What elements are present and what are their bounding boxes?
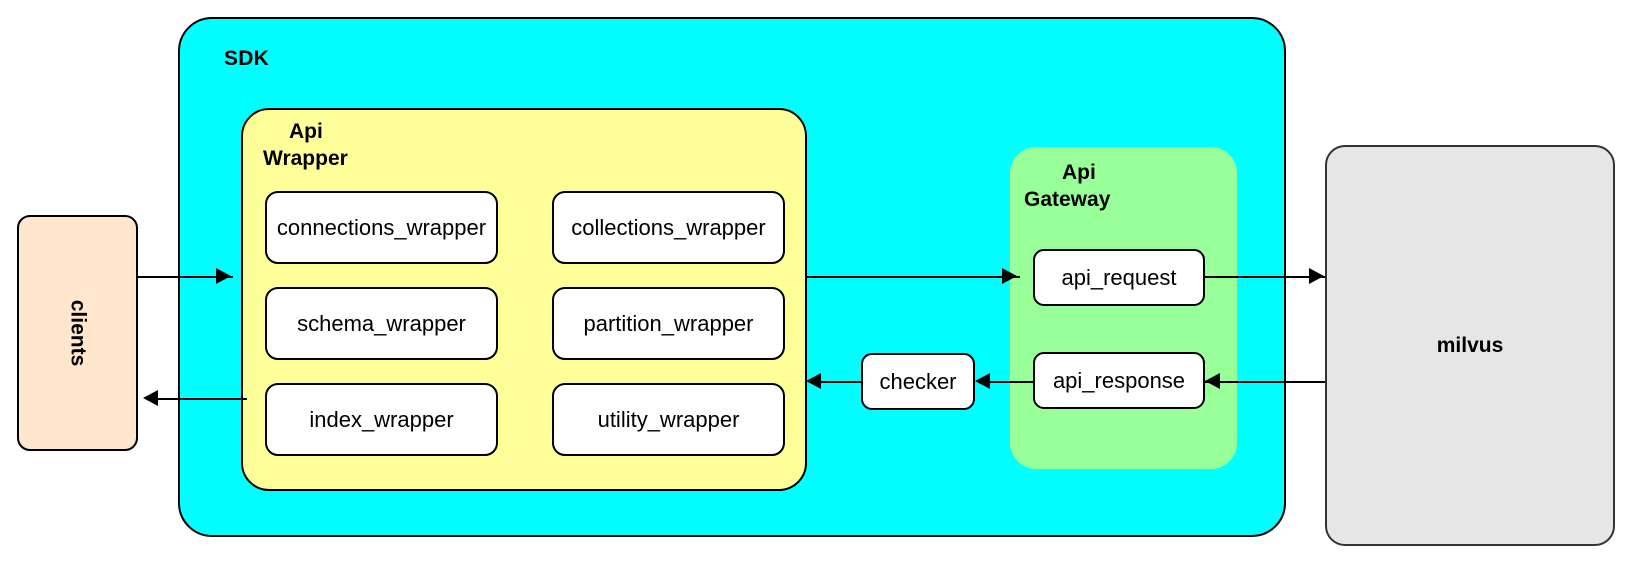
- connections-wrapper-label: connections_wrapper: [276, 214, 487, 240]
- arrowhead-api-wrapper-to-api-gateway: [1002, 268, 1017, 284]
- schema-wrapper-node[interactable]: schema_wrapper: [265, 287, 498, 360]
- api-response-node[interactable]: api_response: [1033, 352, 1205, 409]
- arrowhead-milvus-to-api-response: [1205, 373, 1220, 389]
- milvus-label: milvus: [1436, 333, 1504, 357]
- collections-wrapper-node[interactable]: collections_wrapper: [552, 191, 785, 264]
- api-wrapper-label-line2: Wrapper: [263, 146, 348, 170]
- api-request-label: api_request: [1061, 264, 1177, 290]
- api-wrapper-label: Api Wrapper: [263, 119, 423, 172]
- connector-milvus-to-api-response: [1205, 381, 1325, 383]
- connector-api-response-to-checker: [980, 381, 1033, 383]
- api-response-label: api_response: [1052, 367, 1186, 393]
- connector-api-wrapper-to-clients: [152, 398, 247, 400]
- api-wrapper-label-line1: Api: [289, 120, 323, 143]
- clients-node[interactable]: clients: [17, 215, 138, 451]
- arrowhead-api-response-to-checker: [975, 373, 990, 389]
- connector-api-request-to-milvus: [1205, 276, 1325, 278]
- checker-label: checker: [879, 368, 957, 394]
- arrowhead-api-request-to-milvus: [1309, 268, 1324, 284]
- checker-node[interactable]: checker: [861, 353, 975, 410]
- utility-wrapper-node[interactable]: utility_wrapper: [552, 383, 785, 456]
- connector-clients-to-api-wrapper: [138, 276, 233, 278]
- milvus-node[interactable]: milvus: [1325, 145, 1615, 546]
- api-request-node[interactable]: api_request: [1033, 249, 1205, 306]
- connector-api-wrapper-to-api-gateway: [805, 276, 1020, 278]
- connections-wrapper-node[interactable]: connections_wrapper: [265, 191, 498, 264]
- utility-wrapper-label: utility_wrapper: [597, 406, 740, 432]
- schema-wrapper-label: schema_wrapper: [297, 310, 466, 336]
- api-gateway-label-line1: Api: [1062, 161, 1096, 184]
- partition-wrapper-node[interactable]: partition_wrapper: [552, 287, 785, 360]
- connector-checker-to-api-wrapper: [815, 381, 863, 383]
- sdk-label: SDK: [224, 47, 269, 70]
- partition-wrapper-label: partition_wrapper: [583, 310, 754, 336]
- arrowhead-api-wrapper-to-clients: [143, 390, 158, 406]
- arrowhead-clients-to-api-wrapper: [216, 268, 231, 284]
- index-wrapper-node[interactable]: index_wrapper: [265, 383, 498, 456]
- collections-wrapper-label: collections_wrapper: [571, 214, 766, 240]
- arrowhead-checker-to-api-wrapper: [806, 373, 821, 389]
- api-gateway-container: Api Gateway: [1010, 147, 1237, 469]
- clients-label: clients: [66, 299, 90, 367]
- api-gateway-label: Api Gateway: [1024, 160, 1214, 213]
- api-gateway-label-line2: Gateway: [1024, 187, 1111, 211]
- index-wrapper-label: index_wrapper: [309, 406, 454, 432]
